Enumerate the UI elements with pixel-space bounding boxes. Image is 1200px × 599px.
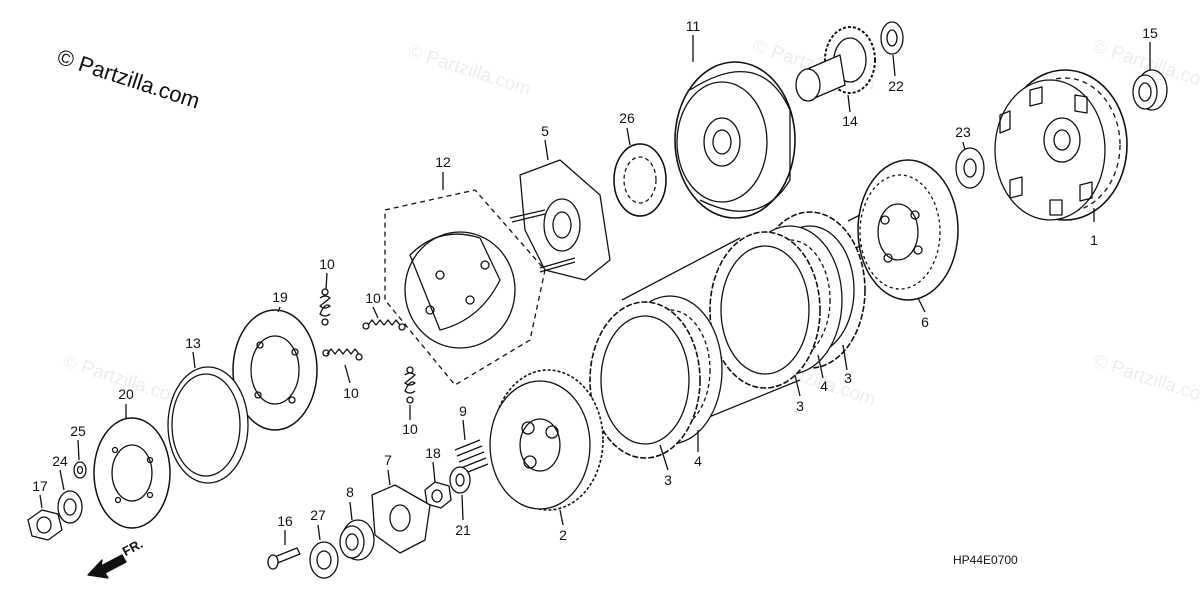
clutch-spring-bottom[interactable] <box>404 366 416 404</box>
callout-10-bottom: 10 <box>402 421 418 437</box>
callout-18: 18 <box>425 445 441 461</box>
diagram-code: HP44E0700 <box>953 553 1018 567</box>
callout-17: 17 <box>32 478 48 494</box>
callout-25: 25 <box>70 423 86 439</box>
o-ring[interactable] <box>167 366 249 484</box>
clutch-spring-mid[interactable] <box>362 319 406 331</box>
callout-24: 24 <box>52 453 68 469</box>
clutch-center-hub[interactable] <box>489 369 604 511</box>
callout-4-upper: 4 <box>820 378 828 394</box>
gear-washer[interactable] <box>880 21 904 55</box>
clutch-drum[interactable] <box>674 61 796 219</box>
callout-16: 16 <box>277 513 293 529</box>
callout-4-lower: 4 <box>694 453 702 469</box>
callout-12: 12 <box>435 154 451 170</box>
callout-27: 27 <box>310 507 326 523</box>
callout-14: 14 <box>842 113 858 129</box>
one-way-clutch[interactable] <box>613 143 667 217</box>
lock-nut[interactable] <box>27 509 63 541</box>
callout-5: 5 <box>541 123 549 139</box>
clutch-weight-assembly[interactable] <box>384 189 546 386</box>
oil-seal[interactable] <box>339 519 375 561</box>
callout-3-lower: 3 <box>664 472 672 488</box>
callout-10-top: 10 <box>319 256 335 272</box>
callout-15: 15 <box>1142 25 1158 41</box>
clutch-spring-upper[interactable] <box>319 288 331 326</box>
front-arrow-icon <box>87 554 127 579</box>
cover-plate[interactable] <box>93 417 171 529</box>
callout-22: 22 <box>888 78 904 94</box>
lock-plate[interactable] <box>371 484 431 554</box>
callout-11: 11 <box>685 18 701 34</box>
callout-8: 8 <box>346 484 354 500</box>
callout-26: 26 <box>619 110 635 126</box>
gear-shaft[interactable] <box>795 26 876 102</box>
small-washer[interactable] <box>73 461 87 479</box>
side-plate[interactable] <box>232 309 318 431</box>
callout-3-middle: 3 <box>796 398 804 414</box>
callout-9: 9 <box>459 403 467 419</box>
flat-washer[interactable] <box>57 490 83 524</box>
callout-10-mid: 10 <box>365 290 381 306</box>
callout-23: 23 <box>955 124 971 140</box>
clutch-outer-housing[interactable] <box>994 69 1128 221</box>
callout-21: 21 <box>455 522 471 538</box>
callout-20: 20 <box>118 386 134 402</box>
callout-7: 7 <box>384 452 392 468</box>
spring-washer[interactable] <box>449 466 471 494</box>
clutch-spring-lower-left[interactable] <box>322 348 363 361</box>
clutch-disc-stack-upper[interactable] <box>709 211 866 389</box>
bushing-part[interactable] <box>1132 69 1168 111</box>
ball-bearing[interactable] <box>309 541 339 579</box>
callout-1: 1 <box>1090 232 1098 248</box>
callout-10-left: 10 <box>343 385 359 401</box>
drive-plate[interactable] <box>509 159 611 281</box>
callout-2: 2 <box>559 527 567 543</box>
callout-6: 6 <box>921 314 929 330</box>
compression-spring[interactable] <box>454 439 489 475</box>
callout-13: 13 <box>185 335 201 351</box>
callout-19: 19 <box>272 289 288 305</box>
clutch-disc-stack-lower[interactable] <box>589 295 723 459</box>
callout-3-upper: 3 <box>844 370 852 386</box>
thrust-washer[interactable] <box>955 147 985 189</box>
flange-bolt[interactable] <box>267 547 301 570</box>
